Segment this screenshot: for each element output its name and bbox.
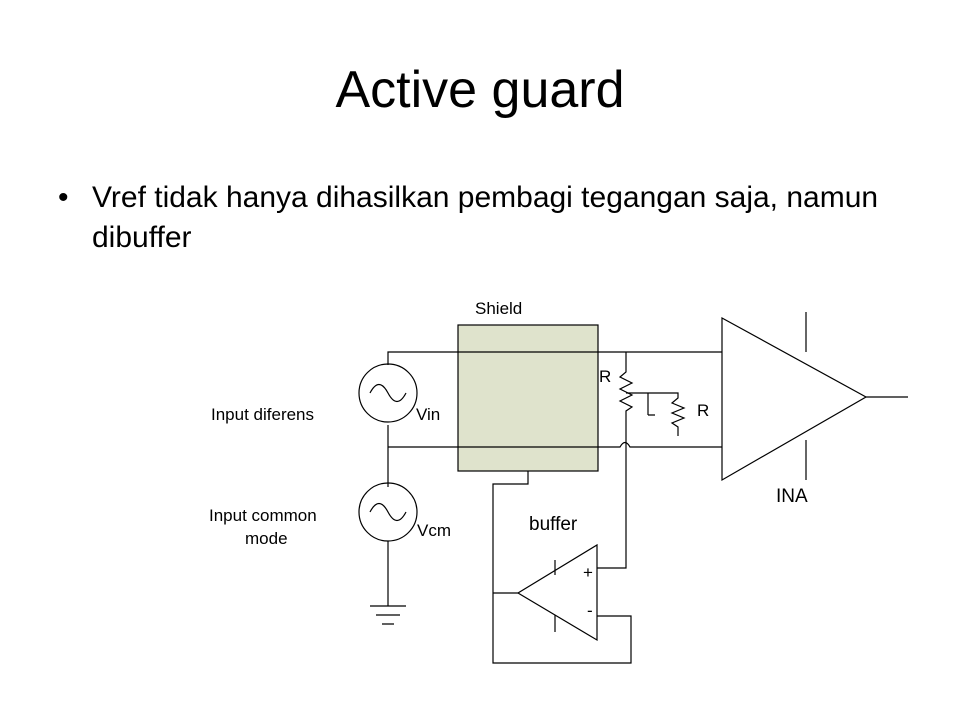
ina-amplifier-triangle: [721, 316, 868, 482]
top-wire: [387, 351, 722, 358]
vcm-label: Vcm: [417, 521, 451, 540]
buffer-minus-label: -: [587, 601, 593, 620]
buffer-plus-label: +: [583, 563, 593, 582]
resistor-r2-branch: [626, 392, 686, 436]
slide-title: Active guard: [335, 61, 625, 119]
input-diferens-label: Input diferens: [211, 405, 314, 424]
resistor-r1: [618, 352, 634, 447]
buffer-label: buffer: [529, 514, 578, 535]
buffer-plus-input: [597, 447, 627, 569]
bullet-text: Vref tidak hanya dihasilkan pembagi tega…: [92, 181, 879, 254]
ina-label: INA: [776, 486, 808, 507]
buffer-triangle: [516, 543, 598, 642]
input-common-label-line2: mode: [245, 529, 288, 548]
bullet-dot-icon: •: [58, 181, 69, 214]
wire-through-shield: [458, 351, 598, 448]
shield-label: Shield: [475, 299, 522, 318]
bottom-wire: [388, 441, 722, 448]
shield-box: [457, 324, 599, 472]
vcm-sine: [369, 502, 407, 522]
vin-sine: [369, 383, 407, 403]
vin-source-icon: [358, 363, 418, 423]
ground-icon: [370, 605, 406, 625]
guard-wire: [492, 471, 632, 664]
resistor-r1-label: R: [599, 367, 611, 386]
vin-label: Vin: [416, 405, 440, 424]
input-common-label-line1: Input common: [209, 506, 317, 525]
resistor-r2-label: R: [697, 401, 709, 420]
